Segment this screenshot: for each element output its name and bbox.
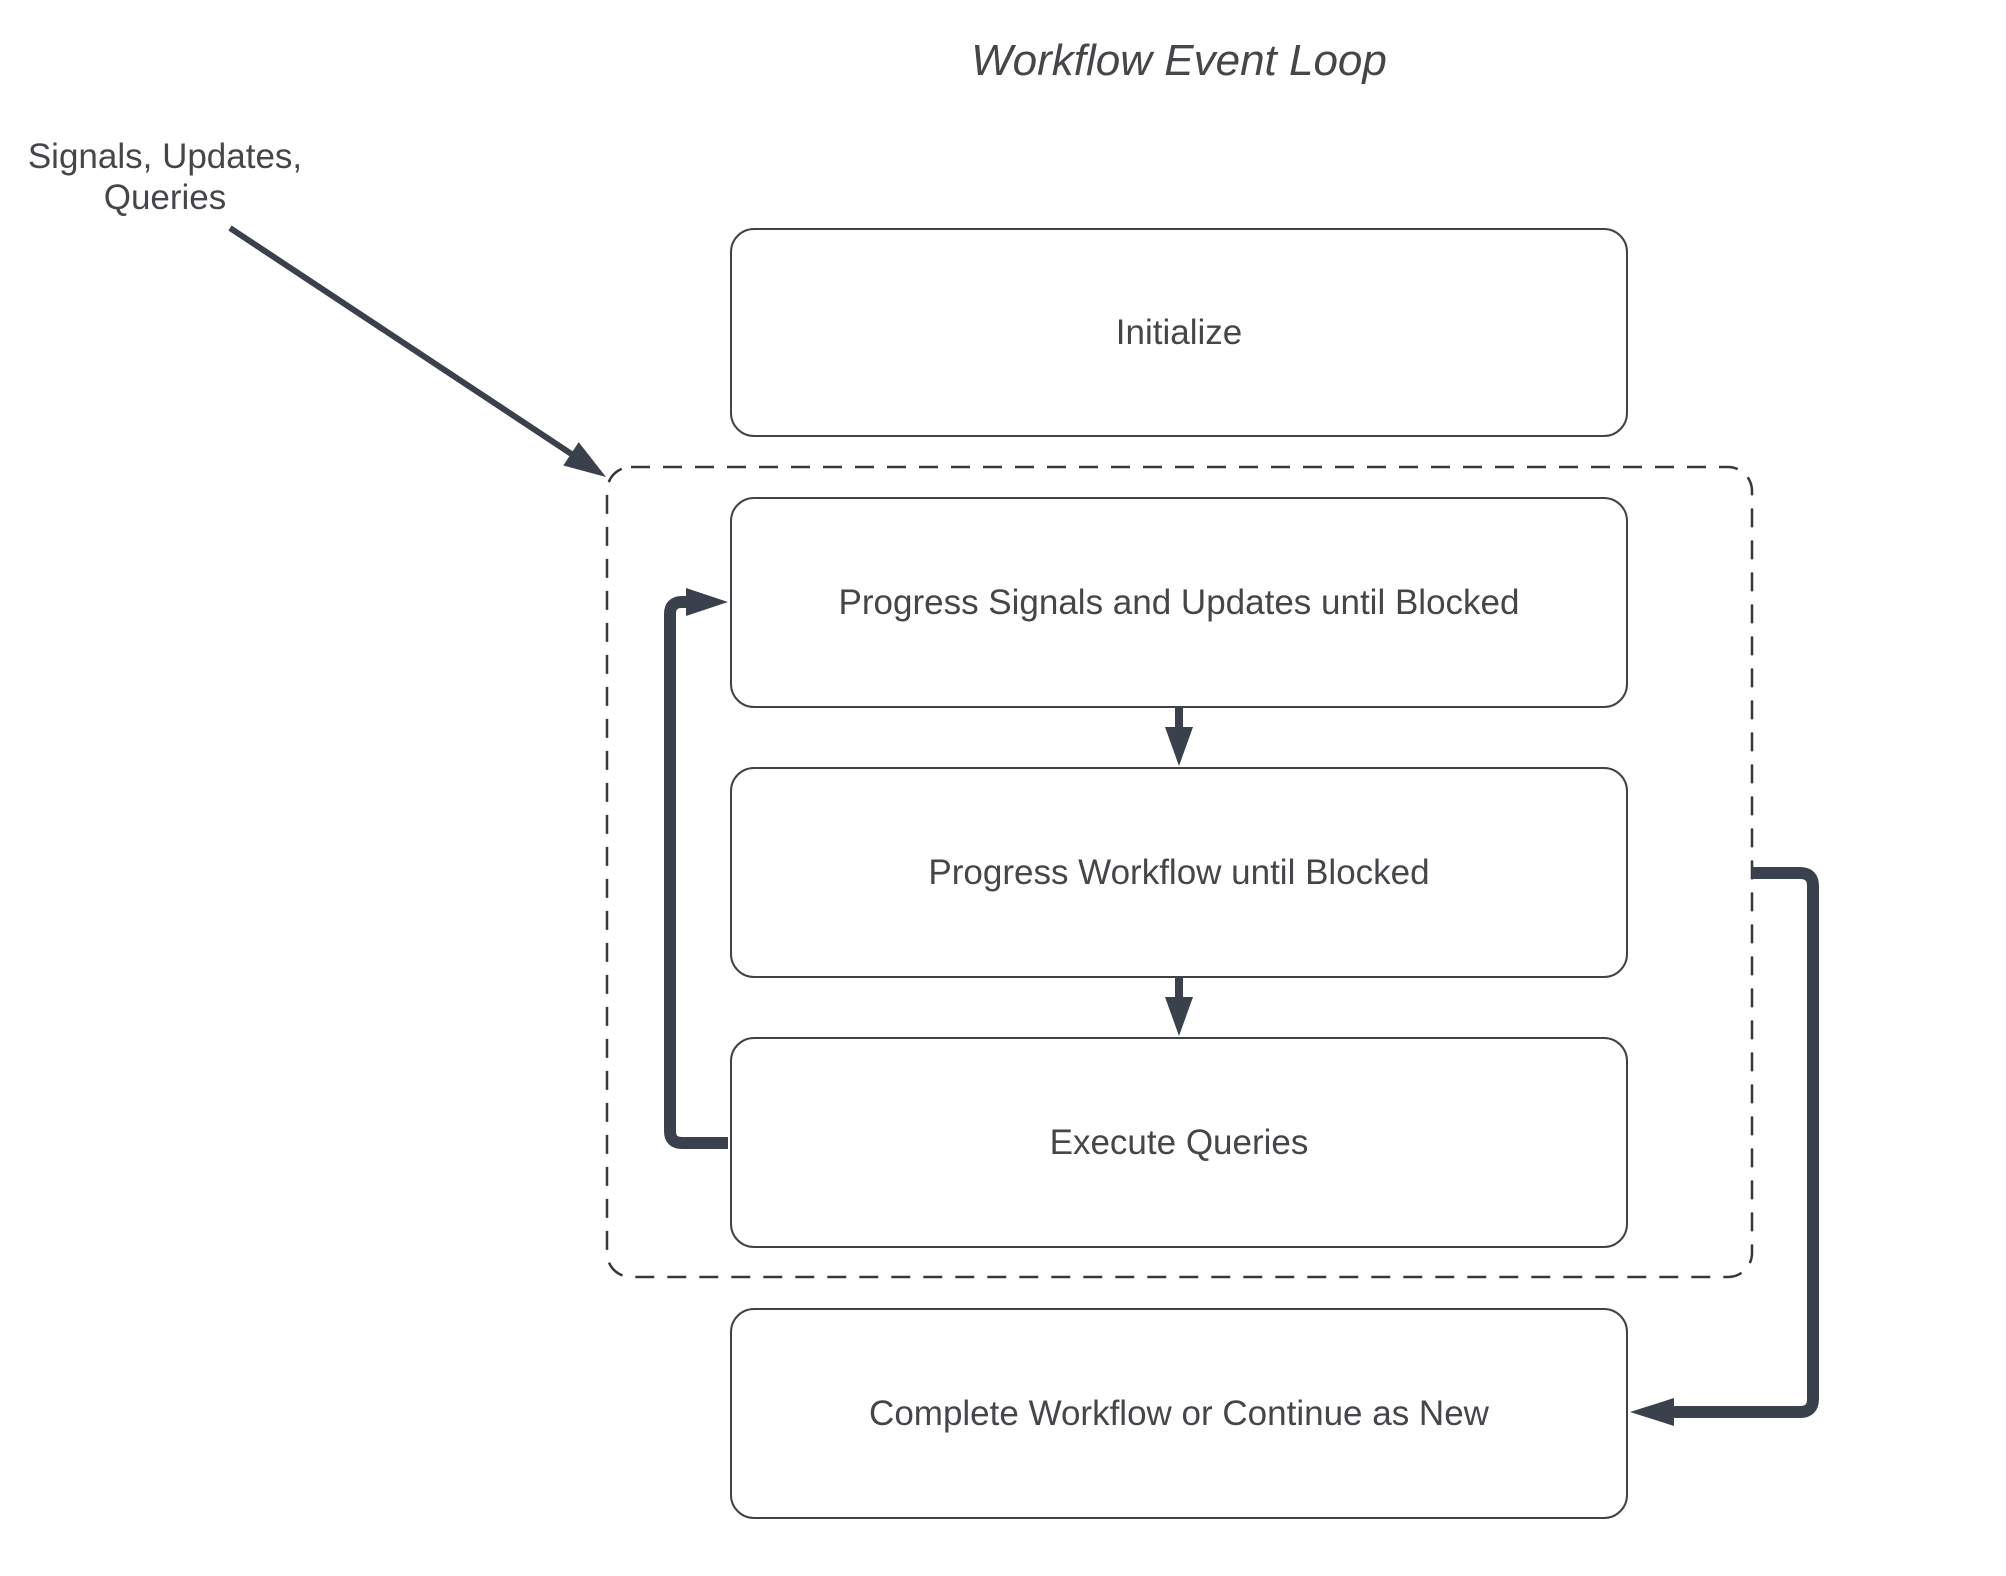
node-complete-workflow: Complete Workflow or Continue as New	[730, 1308, 1628, 1519]
arrow-progress-workflow-to-execute-queries	[1165, 976, 1193, 1036]
node-complete-workflow-label: Complete Workflow or Continue as New	[869, 1393, 1489, 1433]
signals-input-arrow	[228, 225, 606, 477]
node-execute-queries: Execute Queries	[730, 1037, 1628, 1248]
arrow-progress-signals-to-progress-workflow	[1165, 706, 1193, 766]
loop-back-arrow	[664, 588, 728, 1149]
node-execute-queries-label: Execute Queries	[1049, 1122, 1309, 1162]
diagram-title: Workflow Event Loop	[971, 36, 1387, 85]
signals-updates-queries-label: Signals, Updates, Queries	[27, 137, 303, 217]
node-initialize-label: Initialize	[1115, 312, 1243, 352]
arrow-event-loop-to-complete	[1630, 867, 1819, 1426]
node-progress-workflow: Progress Workflow until Blocked	[730, 767, 1628, 978]
node-initialize: Initialize	[730, 228, 1628, 437]
node-progress-signals-label: Progress Signals and Updates until Block…	[838, 582, 1520, 622]
node-progress-signals-and-updates: Progress Signals and Updates until Block…	[730, 497, 1628, 708]
node-progress-workflow-label: Progress Workflow until Blocked	[928, 852, 1430, 892]
